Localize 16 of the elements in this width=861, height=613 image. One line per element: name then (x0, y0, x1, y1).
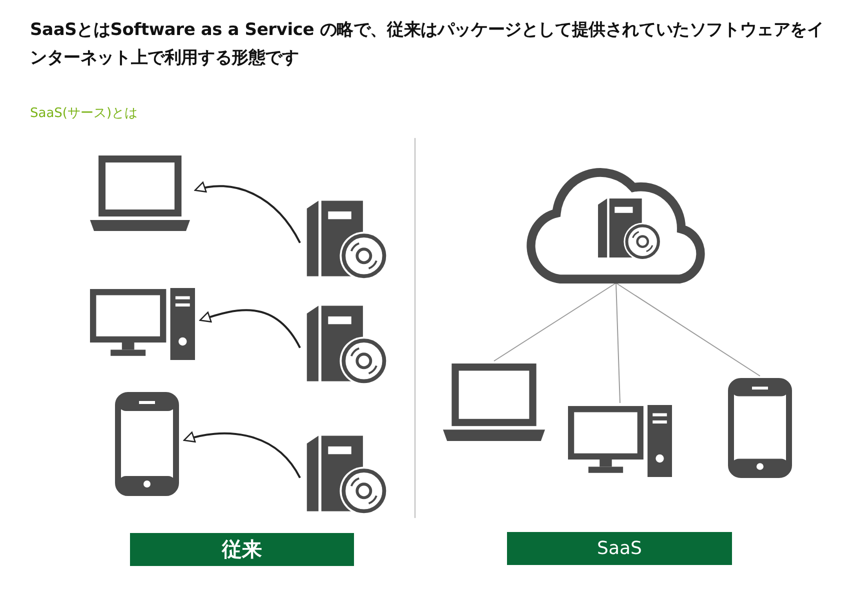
smartphone-icon (115, 392, 179, 496)
laptop-icon (443, 363, 545, 443)
connector-line (494, 282, 616, 362)
curved-arrow (194, 182, 301, 244)
subtitle: SaaS(サース)とは (30, 105, 138, 122)
smartphone-icon (728, 378, 792, 478)
curved-arrow (183, 432, 301, 478)
label-band: 従来 (130, 533, 354, 566)
connector-line (616, 282, 620, 404)
label-band: SaaS (507, 532, 732, 565)
desktop-computer-icon (568, 405, 672, 477)
title: SaaSとはSoftware as a Service の略で、従来はパッケージとして提供されていたソフトウェアをインターネット上で利用する形態です (30, 19, 825, 70)
desktop-computer-icon (90, 288, 195, 360)
curved-arrow (199, 309, 301, 348)
connector-line (616, 282, 760, 376)
laptop-icon (90, 155, 190, 233)
